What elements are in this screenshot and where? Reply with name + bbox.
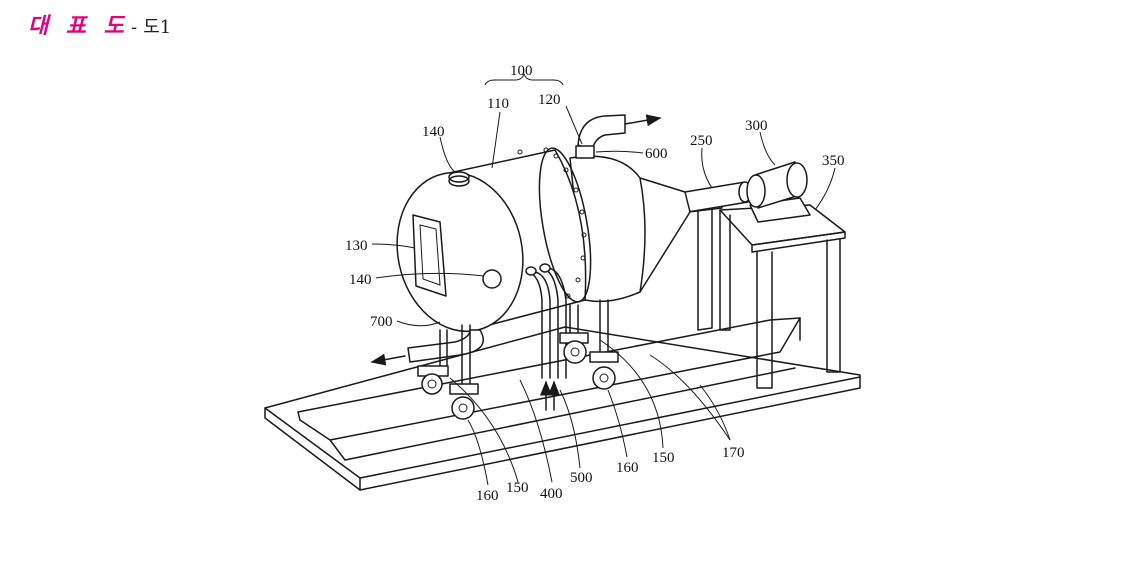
drive-shaft xyxy=(685,182,751,212)
label-160-left: 160 xyxy=(476,488,499,504)
label-100: 100 xyxy=(510,63,533,79)
label-120: 120 xyxy=(538,92,561,108)
label-160-right: 160 xyxy=(616,460,639,476)
label-300: 300 xyxy=(745,118,768,134)
label-700: 700 xyxy=(370,314,393,330)
motor xyxy=(747,162,810,222)
label-600: 600 xyxy=(645,146,668,162)
label-400: 400 xyxy=(540,486,563,502)
label-150-left: 150 xyxy=(506,480,529,496)
label-110: 110 xyxy=(487,96,509,112)
drum-support-frame xyxy=(680,200,722,330)
label-140-top: 140 xyxy=(422,124,445,140)
label-130: 130 xyxy=(345,238,368,254)
inspection-window xyxy=(413,215,446,296)
label-500: 500 xyxy=(570,470,593,486)
base-rail-frame xyxy=(265,318,860,490)
label-250: 250 xyxy=(690,133,713,149)
label-350: 350 xyxy=(822,153,845,169)
label-150-right: 150 xyxy=(652,450,675,466)
label-170: 170 xyxy=(722,445,745,461)
label-140-side: 140 xyxy=(349,272,372,288)
